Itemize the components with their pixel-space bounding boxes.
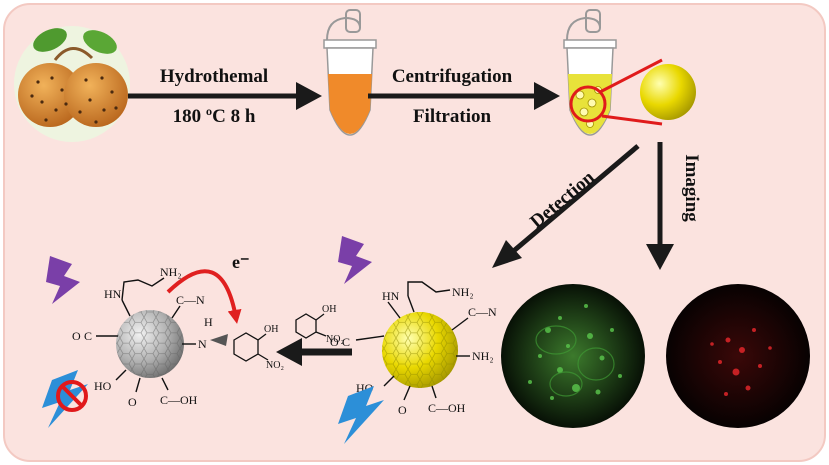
fluorescent-carbon-dot [382,312,458,388]
carbonyl-o-label: O [330,335,339,349]
q-carboxyl-label: C—OH [160,393,198,407]
carbon-dot-icon [640,64,696,120]
temperature-label: 180 ºC 8 h [173,106,256,127]
blocked-emission-lightning-icon [42,370,88,428]
excitation-lightning-icon-2 [46,256,80,304]
quenched-carbon-dot [116,310,184,378]
detection-arrow [508,144,640,256]
fruit-precursor-icon [14,26,130,142]
carbonyl-c-label: C [342,335,350,349]
q-hydrogen-label: H [204,315,213,329]
red-fluorescence-image [666,284,810,428]
ester-o-label: O [398,403,407,417]
amine-label-2: NH₂ [472,349,494,363]
green-fluorescence-image [501,284,645,428]
prohibited-icon [56,380,88,412]
bound-oh-label: OH [264,324,278,335]
surface-groups-bonds [355,281,470,401]
quenched-surface-bonds [96,277,196,393]
bound-no2-label: NO₂ [266,360,284,371]
filtration-label: Filtration [413,106,492,127]
imaging-label: Imaging [681,154,702,222]
zoom-circle [569,85,607,123]
q-hydrazine-n-label: N [198,337,207,351]
q-carbonyl-o-label: O [72,329,81,343]
electron-transfer-arrow [166,269,242,324]
hydrogen-bond-wedge [210,334,228,346]
q-carbonyl-c-label: C [84,329,92,343]
electron-label: e⁻ [232,252,250,272]
centrifugation-label: Centrifugation [392,66,513,87]
emission-lightning-icon [338,386,384,444]
carboxyl-label: C—OH [428,401,466,415]
q-cyano-label: C—N [176,293,205,307]
q-amine-label: NH₂ [160,265,182,279]
nitrophenol-no2-label: NO₂ [326,334,344,345]
amide-hn-label: HN [382,289,400,303]
q-amide-hn-label: HN [104,287,122,301]
q-hydroxyl-label: HO [94,379,112,393]
nitrophenol-molecule [295,313,327,339]
excitation-lightning-icon [338,236,372,284]
nitrophenol-oh-label: OH [322,304,336,315]
amine-label: NH₂ [452,285,474,299]
cyano-label: C—N [468,305,497,319]
bound-nitrophenol-molecule [233,332,269,362]
reaction-tube-icon [323,9,377,136]
q-ester-o-label: O [128,395,137,409]
hydrothermal-label: Hydrothemal [160,66,268,87]
